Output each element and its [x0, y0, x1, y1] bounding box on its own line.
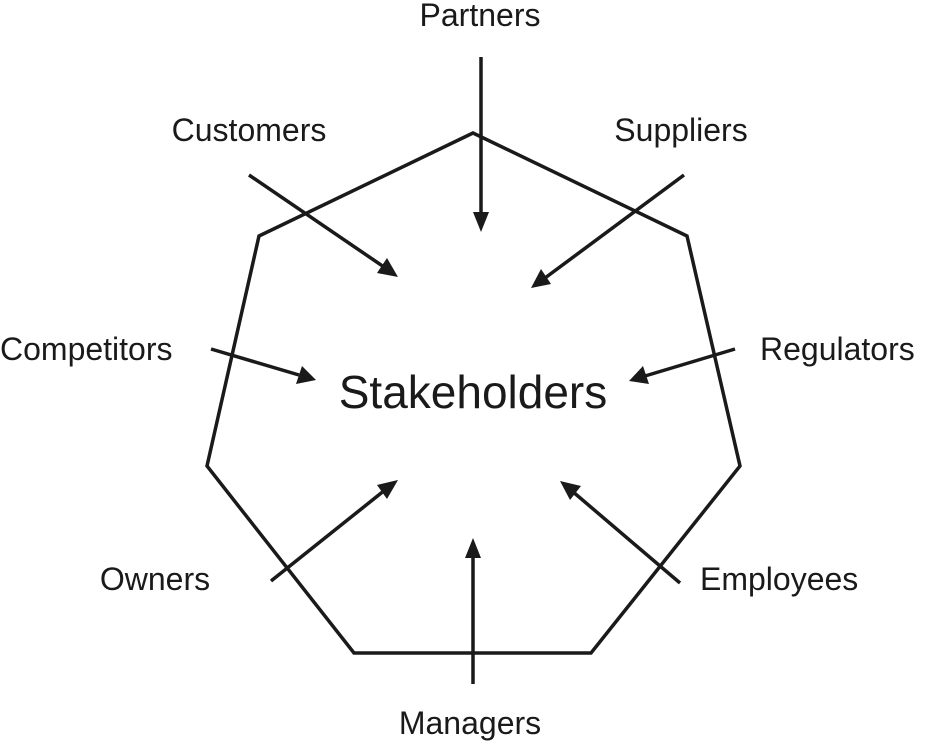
- arrow-employees: [560, 481, 682, 585]
- label-competitors: Competitors: [0, 331, 173, 367]
- label-regulators: Regulators: [760, 331, 915, 367]
- label-suppliers: Suppliers: [614, 112, 747, 148]
- label-customers: Customers: [172, 112, 327, 148]
- label-owners: Owners: [100, 561, 210, 597]
- label-employees: Employees: [700, 561, 858, 597]
- arrow-customers: [248, 173, 398, 277]
- arrow-competitors: [210, 347, 316, 384]
- label-partners: Partners: [420, 0, 541, 33]
- center-label: Stakeholders: [339, 366, 608, 418]
- arrow-partners: [473, 57, 489, 232]
- label-managers: Managers: [399, 705, 541, 741]
- arrow-suppliers: [531, 173, 686, 288]
- arrow-owners: [269, 480, 398, 583]
- arrow-regulators: [629, 347, 736, 384]
- arrow-managers: [465, 538, 481, 684]
